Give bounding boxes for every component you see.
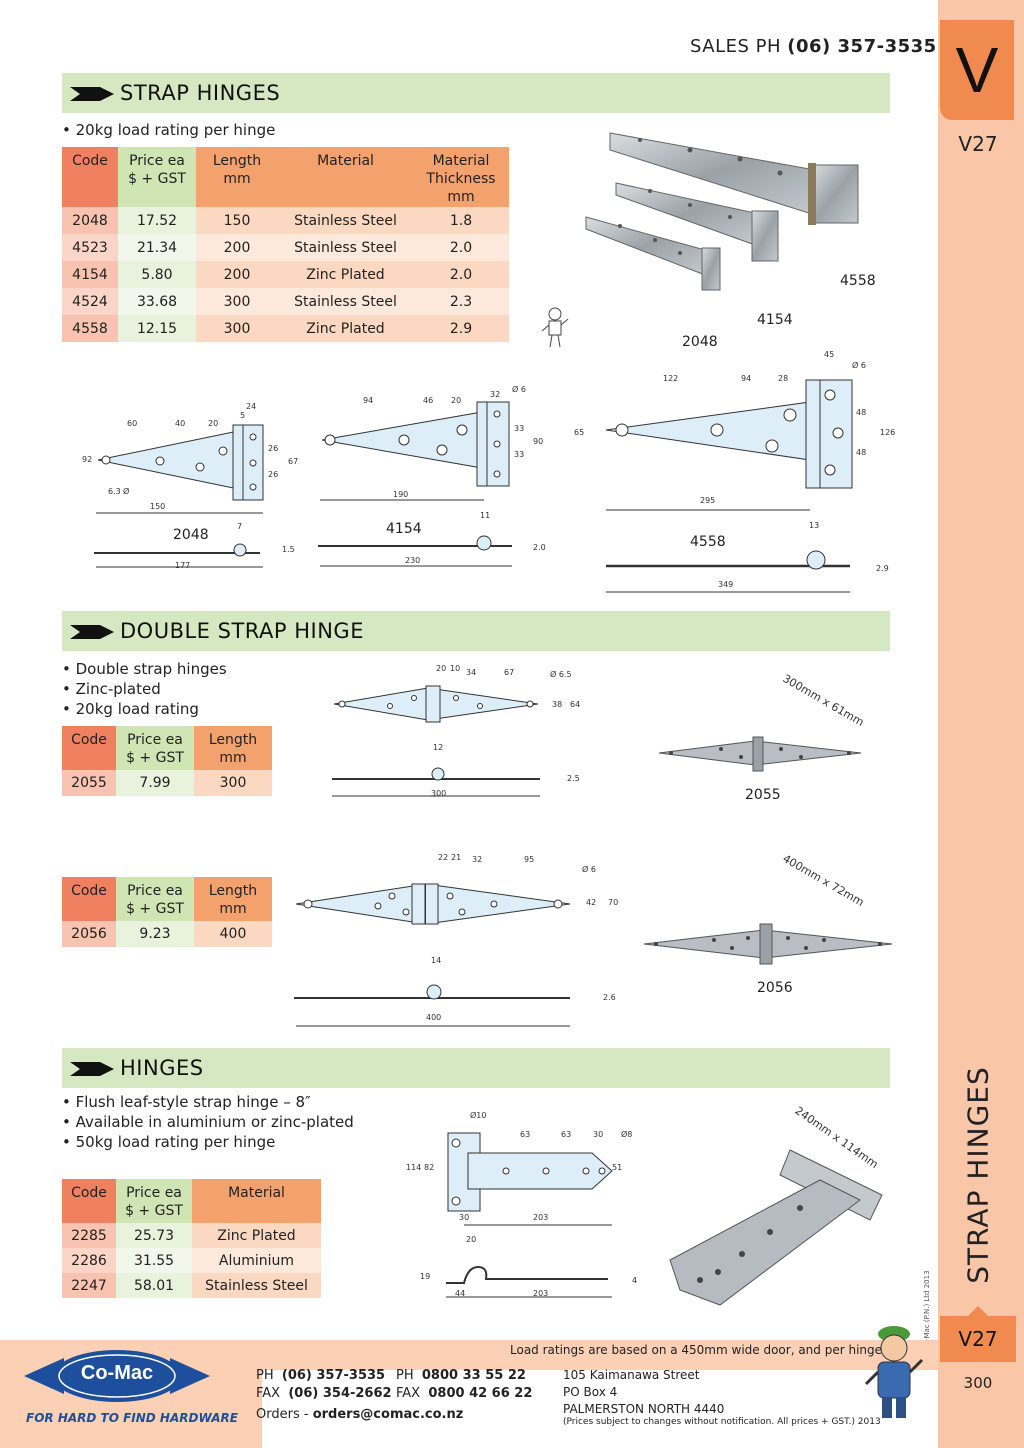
photo-label: 2055 (745, 787, 781, 803)
footer-phone-free: PH 0800 33 55 22 (396, 1368, 526, 1383)
page-code-bottom: V27 (940, 1306, 1016, 1362)
diagram-4154 (318, 401, 512, 567)
bullets-double: Double strap hinges Zinc-plated 20kg loa… (62, 659, 227, 719)
comac-logo (24, 1350, 210, 1402)
footer-phone: PH (06) 357-3535 (256, 1368, 386, 1383)
diagram-label: 4558 (690, 534, 726, 550)
diagram-4558 (605, 379, 853, 593)
logo-text: Co-Mac (80, 1362, 154, 1384)
arrow-icon (70, 87, 114, 101)
photo-label: 4154 (757, 312, 793, 328)
section-title: STRAP HINGES (120, 81, 281, 105)
footer-fax-free: FAX 0800 42 66 22 (396, 1386, 533, 1401)
footer-note: (Prices subject to changes without notif… (563, 1417, 881, 1427)
section-band-double: DOUBLE STRAP HINGE (62, 611, 890, 651)
section-title: DOUBLE STRAP HINGE (120, 619, 364, 643)
footer-address: 105 Kaimanawa Street PO Box 4 PALMERSTON… (563, 1368, 725, 1416)
photo-label: 2048 (682, 334, 718, 350)
diagram-2055 (332, 685, 540, 797)
photo-size-label: 300mm x 61mm (780, 672, 867, 729)
mascot-icon (541, 307, 569, 348)
diagram-label: 2048 (173, 527, 209, 543)
section-title: HINGES (120, 1056, 204, 1080)
photo-size-label: 400mm x 72mm (780, 852, 867, 909)
double-hinge-photo-2056 (643, 923, 893, 965)
section-band-hinges: HINGES (62, 1048, 890, 1088)
footer-orders[interactable]: Orders - orders@comac.co.nz (256, 1407, 464, 1422)
photo-label: 2056 (757, 980, 793, 996)
arrow-icon (70, 625, 114, 639)
col-code: Code (62, 147, 118, 207)
section-tab: V (940, 20, 1014, 120)
diagram-2056 (294, 883, 571, 1027)
double-hinge-photo-2055 (658, 736, 862, 772)
hinge-8in-photo (669, 1149, 883, 1306)
diagram-hinge-8in (446, 1132, 613, 1298)
side-strip (938, 0, 1024, 1448)
diagram-2048 (94, 424, 264, 568)
mascot-figure (864, 1326, 924, 1418)
table-strap: Code Price ea $ + GST Length mm Material… (62, 147, 509, 342)
arrow-icon (70, 1062, 114, 1076)
strap-hinges-photo (585, 132, 859, 291)
tagline: FOR HARD TO FIND HARDWARE (26, 1411, 238, 1425)
bullets-strap: 20kg load rating per hinge (62, 120, 276, 140)
diagram-label: 4154 (386, 521, 422, 537)
page-number: 300 (963, 1374, 993, 1392)
photo-label: 4558 (840, 273, 876, 289)
footer-fax: FAX (06) 354-2662 (256, 1386, 392, 1401)
bullets-hinges: Flush leaf-style strap hinge – 8″ Availa… (62, 1092, 354, 1152)
side-title: STRAP HINGES (961, 1066, 995, 1284)
section-band-strap: STRAP HINGES (62, 73, 890, 113)
page-code: V27 (958, 132, 998, 156)
sales-phone: SALES PH (06) 357-3535 (690, 36, 937, 57)
load-note: Load ratings are based on a 450mm wide d… (510, 1343, 886, 1357)
